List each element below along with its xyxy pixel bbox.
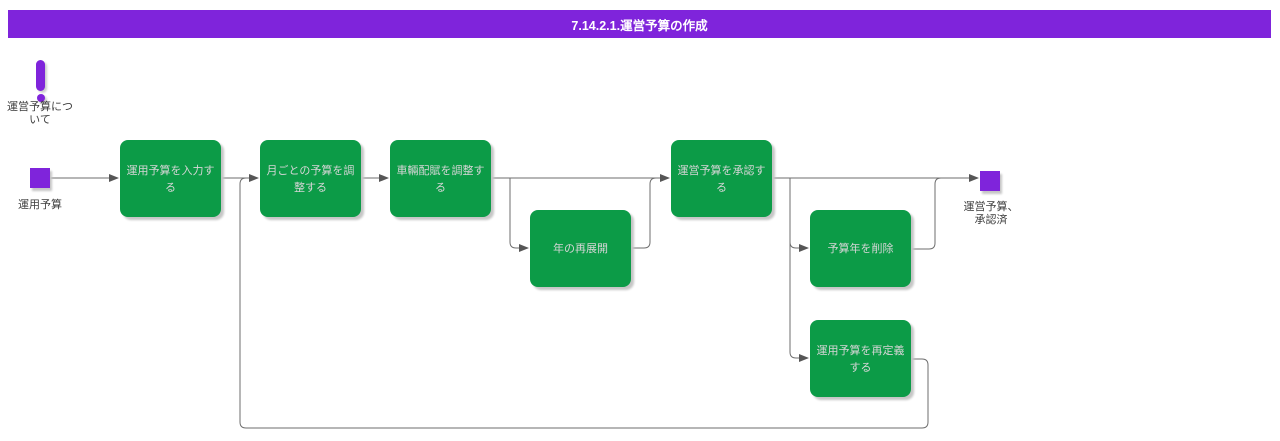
- end-event-label: 運営予算、 承認済: [963, 200, 1019, 226]
- task-enter-operating-budget[interactable]: 運用予算を入力す る: [120, 140, 221, 217]
- diagram-title: 7.14.2.1.運営予算の作成: [571, 18, 708, 33]
- end-event[interactable]: [980, 171, 1000, 191]
- start-event[interactable]: [30, 168, 50, 188]
- exclamation-icon-dot: [37, 94, 45, 102]
- task-adjust-vehicle-allocation[interactable]: 車輛配賦を調整す る: [390, 140, 491, 217]
- task-delete-budget-year[interactable]: 予算年を削除: [810, 210, 911, 287]
- annotation-label: 運営予算につ いて: [7, 100, 73, 126]
- diagram-title-bar: 7.14.2.1.運営予算の作成: [8, 10, 1271, 38]
- task-approve-operating-budget[interactable]: 運営予算を承認す る: [671, 140, 772, 217]
- connector-task6-merge: [911, 177, 942, 250]
- connector-branch-to-task4: [509, 178, 529, 252]
- task-adjust-monthly-budget[interactable]: 月ごとの予算を調 整する: [260, 140, 361, 217]
- task-redeploy-year[interactable]: 年の再展開: [530, 210, 631, 287]
- connector-task4-merge: [631, 177, 657, 249]
- connector-branch-to-task7: [789, 178, 809, 362]
- task-redefine-operating-budget[interactable]: 運用予算を再定義 する: [810, 320, 911, 397]
- exclamation-icon[interactable]: [36, 60, 45, 91]
- connector-branch-to-task6: [789, 241, 809, 252]
- start-event-label: 運用予算: [18, 198, 62, 211]
